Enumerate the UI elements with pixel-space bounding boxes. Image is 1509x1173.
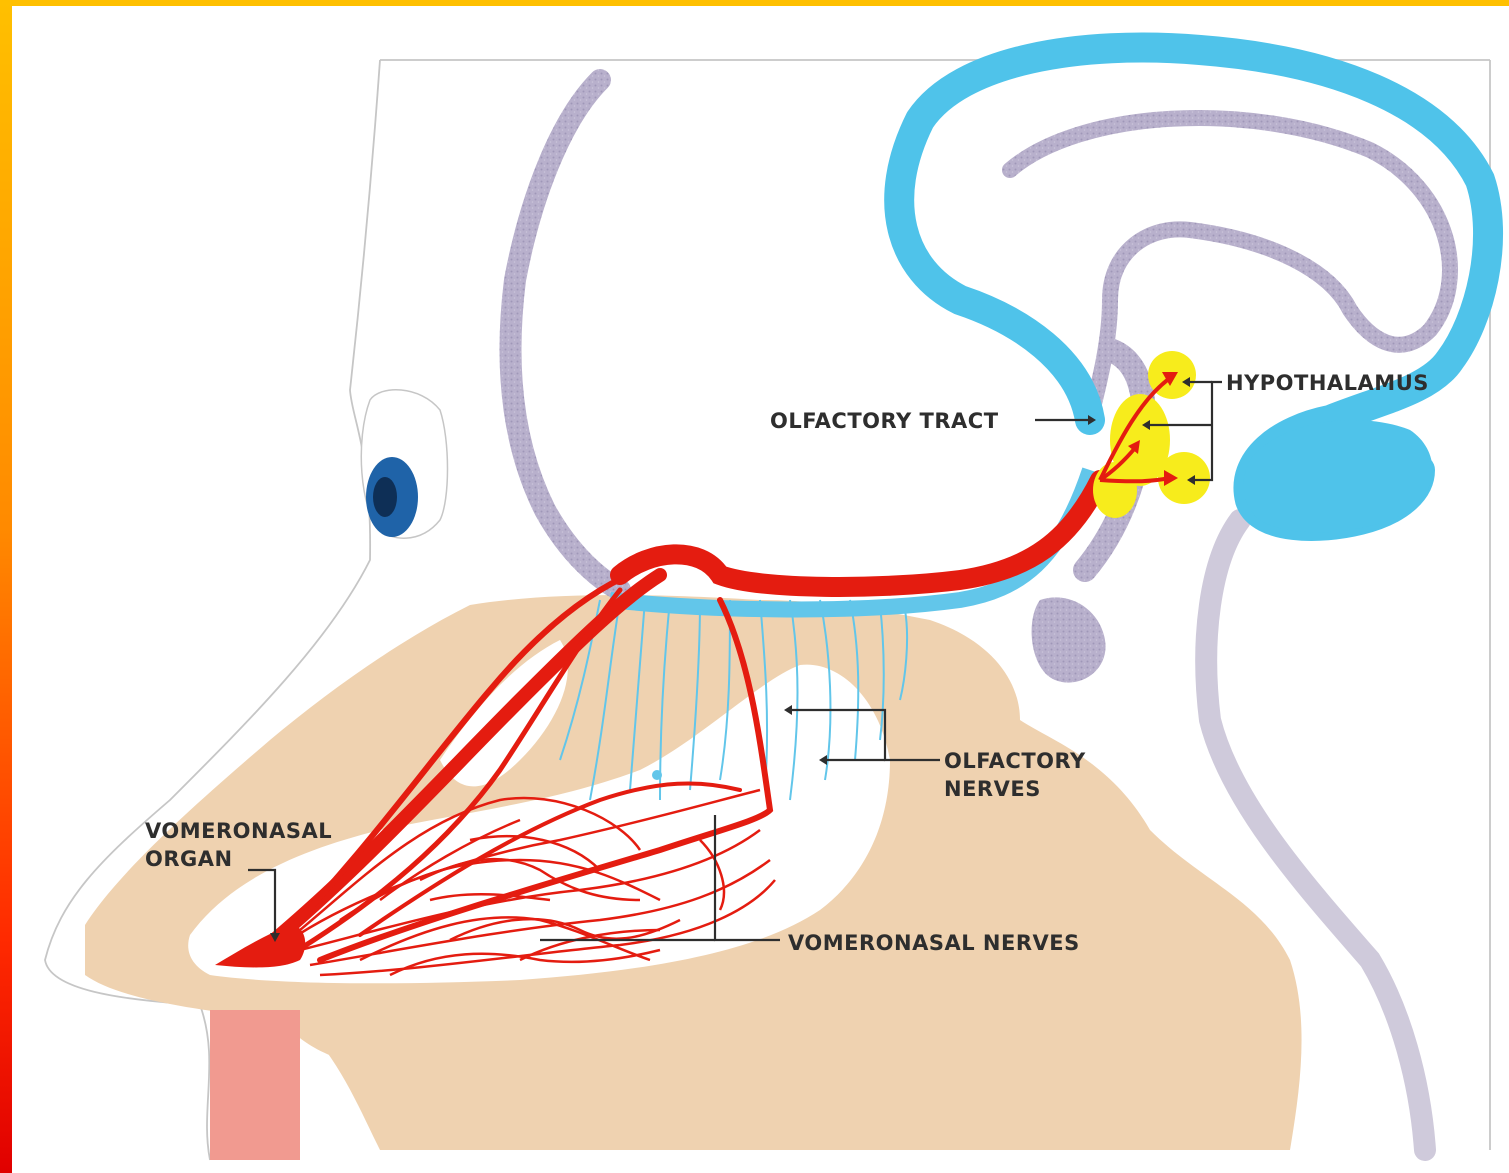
label-vomeronasal-nerves: VOMERONASAL NERVES [788, 931, 1080, 955]
hypothalamus-nuclei [1093, 351, 1210, 518]
olfactory-receptor-dot [652, 770, 662, 780]
pituitary [1032, 597, 1106, 682]
label-olfactory-tract: OLFACTORY TRACT [770, 409, 999, 433]
skull-band [510, 80, 620, 590]
label-vomeronasal-organ-line2: ORGAN [145, 847, 233, 871]
label-hypothalamus: HYPOTHALAMUS [1226, 371, 1429, 395]
label-olfactory-nerves-line1: OLFACTORY [944, 749, 1086, 773]
label-olfactory-nerves-line2: NERVES [944, 777, 1041, 801]
lip [210, 1010, 300, 1160]
eye-icon [361, 390, 447, 538]
label-vomeronasal-organ-line1: VOMERONASAL [145, 819, 332, 843]
